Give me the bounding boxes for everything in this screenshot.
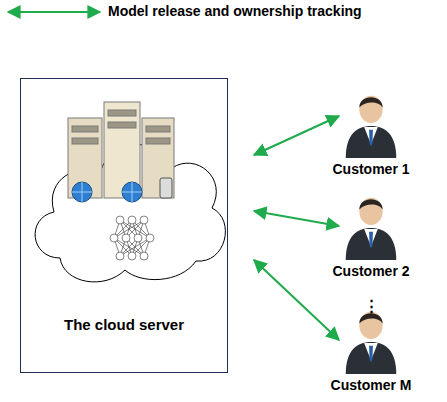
customer-node: Customer 2: [323, 190, 419, 286]
double-arrow: [254, 260, 339, 340]
person-icon: [341, 192, 401, 260]
node-label: The cloud server: [21, 315, 227, 334]
double-arrow: [254, 116, 339, 155]
double-arrow: [254, 211, 339, 226]
legend-text: Model release and ownership tracking: [108, 3, 447, 19]
customer-node: Customer M: [323, 304, 419, 400]
cloud-server-box: The cloud server: [20, 78, 228, 373]
node-label: Customer 1: [323, 160, 419, 178]
person-icon: [341, 306, 401, 374]
node-label: Customer 2: [323, 262, 419, 280]
person-icon: [341, 90, 401, 158]
customer-node: Customer 1: [323, 88, 419, 184]
node-label: Customer M: [323, 376, 419, 394]
cloud-illustration: [20, 78, 228, 318]
ellipsis-label: ⋮: [331, 297, 411, 315]
legend-line: [4, 4, 104, 20]
